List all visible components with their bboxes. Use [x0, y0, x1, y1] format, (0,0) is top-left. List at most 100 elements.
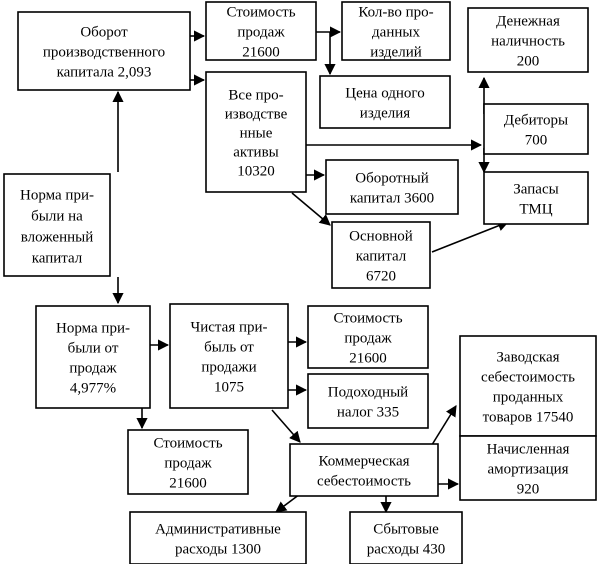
arrow-chistaya-to-kommercheskaya: [271, 409, 301, 443]
node-podokhodny-nalog: Подоходный налог 335: [307, 373, 429, 429]
node-box: [289, 443, 439, 497]
node-label-line: нные: [240, 125, 273, 141]
node-label-line: Дебиторы: [504, 113, 568, 129]
node-denezhnaya-nalichnost: Денежная наличность 200: [467, 7, 589, 73]
node-label-line: себестоимость: [317, 474, 411, 490]
node-label-line: продаж: [237, 25, 285, 41]
node-label-line: Норма при-: [20, 187, 94, 203]
node-norma-vlozhenny: Норма при-были на вложенный капитал: [3, 173, 111, 277]
node-label-line: данных: [372, 25, 420, 41]
node-label-line: амортизация: [487, 462, 568, 478]
node-amortizatsiya: Начисленная амортизация 920: [459, 435, 597, 501]
node-box: [35, 305, 151, 409]
node-box: [205, 1, 317, 61]
node-label-line: расходы 1300: [175, 542, 261, 558]
node-kommercheskaya-sebest: Коммерческая себестоимость: [289, 443, 439, 497]
node-label-line: Подоходный: [328, 385, 408, 401]
node-label-line: Чистая при-: [190, 320, 267, 336]
node-label-line: Основной: [349, 229, 413, 245]
node-label-line: изводстве: [225, 106, 288, 122]
node-box: [349, 511, 463, 564]
node-label-line: активы: [233, 144, 279, 160]
node-box: [467, 7, 589, 73]
node-label-line: продаж: [69, 361, 117, 377]
node-label-line: Начисленная: [487, 442, 570, 458]
node-label-line: Денежная: [496, 14, 560, 30]
node-label-line: 920: [517, 482, 540, 498]
boxes: Оборот производственного капитала 2,093Сто…: [3, 1, 597, 564]
node-zavodskaya-sebest: Заводская себестоимость проданных товаров 1…: [459, 335, 597, 437]
arrow-kommercheskaya-to-admin: [275, 493, 301, 513]
node-label-line: капитал 3600: [350, 191, 434, 207]
node-label-line: 700: [525, 133, 548, 149]
node-label-line: Оборотный: [355, 171, 428, 187]
node-label-line: продаж: [164, 456, 212, 472]
node-label-line: 21600: [242, 45, 280, 61]
node-label-line: капитала 2,093: [57, 65, 152, 81]
arrow-osnovnoy-to-zapasy: [431, 220, 510, 253]
node-box: [17, 11, 191, 91]
node-label-line: наличность: [491, 34, 565, 50]
node-label-line: Коммерческая: [318, 454, 409, 470]
node-label-line: ТМЦ: [519, 202, 552, 218]
node-label-line: 21600: [349, 351, 387, 367]
node-label-line: 4,977%: [70, 381, 116, 397]
node-label-line: изделий: [370, 45, 422, 61]
node-label-line: 1075: [214, 380, 244, 396]
node-oborot-kapitala: Оборот производственного капитала 2,093: [17, 11, 191, 91]
node-label-line: Стоимость: [153, 436, 222, 452]
node-label-line: товаров 17540: [483, 410, 574, 426]
node-admin-raskhody: Административные расходы 1300: [129, 511, 307, 564]
node-label-line: 10320: [237, 163, 275, 179]
node-label-line: Запасы: [513, 182, 558, 198]
node-box: [169, 303, 289, 409]
node-label-line: проданных: [493, 390, 564, 406]
node-chistaya-pribyl: Чистая при-быль от продажи 1075: [169, 303, 289, 409]
node-box: [341, 1, 451, 61]
node-label-line: 6720: [366, 269, 396, 285]
node-oborotny-kapital: Оборотный капитал 3600: [325, 159, 459, 215]
node-box: [459, 435, 597, 501]
arrow-kommercheskaya-to-zavodskaya: [429, 405, 457, 449]
node-label-line: вложенный: [21, 229, 93, 245]
node-box: [307, 305, 429, 369]
node-label-line: капитал: [32, 250, 83, 266]
node-tsena-izdeliya: Цена одного изделия: [319, 75, 451, 129]
node-label-line: налог 335: [337, 405, 399, 421]
node-label-line: быль от: [204, 340, 254, 356]
node-debitory: Дебиторы 700: [483, 103, 589, 155]
node-box: [129, 511, 307, 564]
node-label-line: были от: [68, 341, 119, 357]
node-label-line: производственного: [43, 45, 165, 61]
node-label-line: Сбытовые: [373, 522, 439, 538]
node-label-line: расходы 430: [367, 542, 446, 558]
node-label-line: 21600: [169, 476, 207, 492]
node-label-line: продажи: [201, 360, 256, 376]
node-box: [483, 171, 589, 225]
node-label-line: 200: [517, 54, 540, 70]
node-box: [459, 335, 597, 437]
node-label-line: Цена одного: [345, 86, 424, 102]
node-sbytovye-raskhody: Сбытовые расходы 430: [349, 511, 463, 564]
node-label-line: были на: [31, 208, 83, 224]
node-label-line: себестоимость: [481, 370, 575, 386]
node-label-line: Кол-во про-: [358, 5, 433, 21]
arrow-aktivy-to-osnovnoy: [291, 192, 331, 226]
node-label-line: изделия: [360, 106, 410, 122]
node-label-line: Административные: [155, 522, 281, 538]
node-box: [307, 373, 429, 429]
node-box: [325, 159, 459, 215]
node-box: [3, 173, 111, 277]
node-box: [483, 103, 589, 155]
node-kolvo-izdeliy: Кол-во про-данных изделий: [341, 1, 451, 61]
node-label-line: продаж: [344, 331, 392, 347]
node-label-line: Оборот: [80, 25, 128, 41]
node-label-line: Заводская: [496, 350, 559, 366]
